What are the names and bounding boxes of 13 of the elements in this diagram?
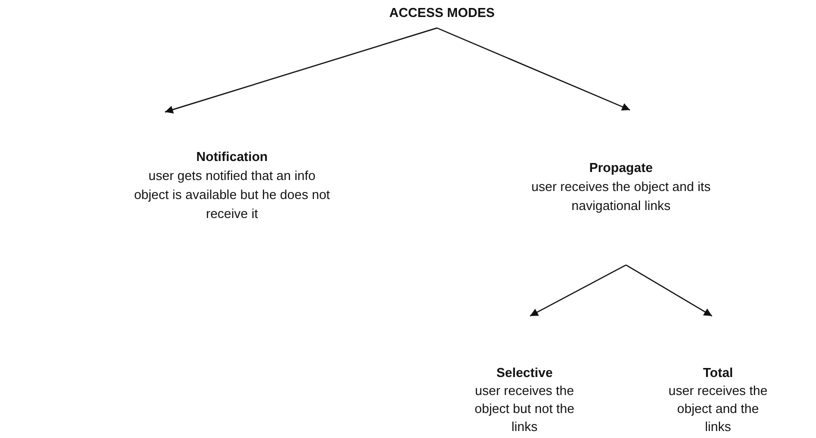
mode-description: user receives the object and the links — [668, 382, 768, 436]
root-label: ACCESS MODES — [389, 4, 495, 22]
arrow — [626, 264, 712, 317]
mode-heading: Notification — [196, 148, 268, 166]
mode-description: user receives the object but not the links — [474, 382, 576, 436]
mode-description: user gets notified that an info object is available but he does not receive it — [133, 167, 331, 223]
mode-heading: Propagate — [589, 159, 653, 177]
mode-description: user receives the object and its navigational links — [530, 178, 712, 215]
arrow — [530, 264, 626, 317]
arrow — [436, 27, 630, 111]
mode-heading: Selective — [496, 364, 553, 382]
mode-heading: Total — [702, 364, 734, 382]
arrow — [164, 27, 438, 114]
